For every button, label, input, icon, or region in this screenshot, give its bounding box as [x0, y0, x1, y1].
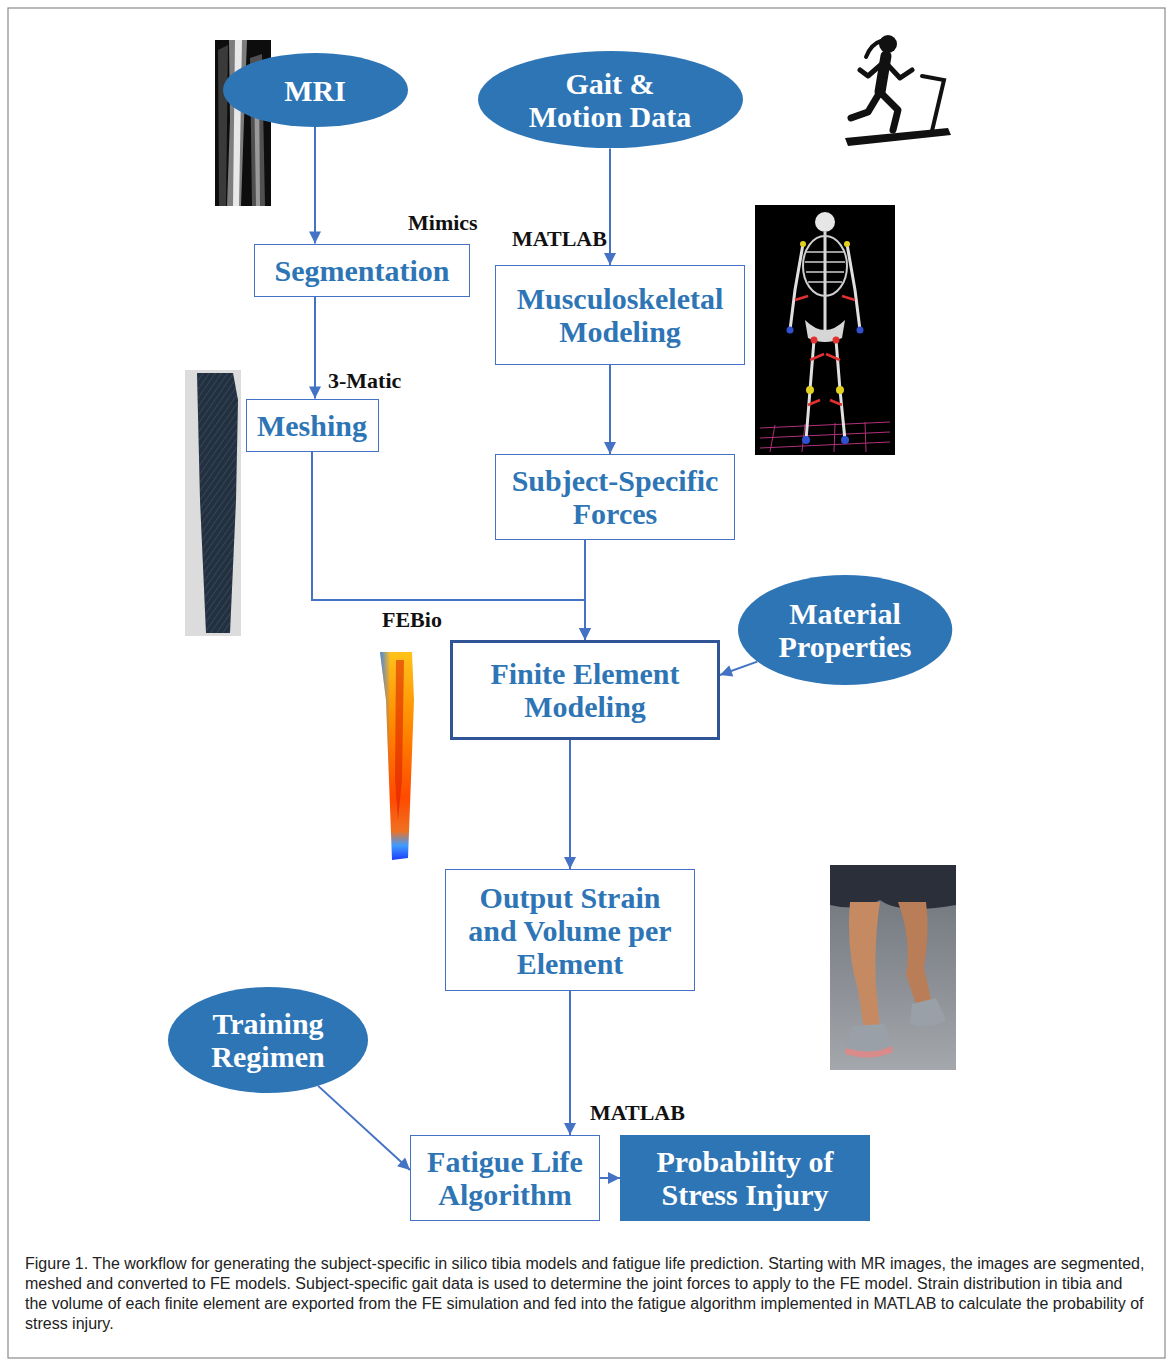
process-box: Finite Element Modeling	[450, 640, 720, 740]
flow-arrow	[314, 297, 316, 399]
flow-arrow	[318, 1086, 410, 1170]
figure-caption: Figure 1. The workflow for generating th…	[25, 1254, 1148, 1334]
node-text: Subject-Specific Forces	[505, 464, 725, 530]
flow-arrow	[720, 662, 757, 675]
ellipse-fill	[738, 575, 952, 685]
flow-arrow	[609, 365, 611, 454]
node-text: Output Strain and Volume per Element	[455, 881, 685, 980]
flow-arrow	[569, 991, 571, 1135]
software-label: Mimics	[408, 210, 478, 236]
ellipse-fill	[168, 987, 368, 1093]
process-box: Segmentation	[254, 244, 470, 297]
input-ellipse: Training Regimen	[168, 987, 368, 1093]
process-box: Subject-Specific Forces	[495, 454, 735, 540]
treadmill-runner-icon	[845, 35, 951, 146]
node-text: Fatigue Life Algorithm	[420, 1145, 590, 1211]
input-ellipse: Gait & Motion Data	[478, 51, 743, 148]
musculoskeletal-model-image	[755, 205, 895, 455]
process-box: Musculoskeletal Modeling	[495, 265, 745, 365]
flow-arrow	[600, 1177, 620, 1179]
tibia-mesh-image	[185, 370, 241, 636]
software-label: MATLAB	[590, 1100, 685, 1126]
node-text: Gait & Motion Data	[523, 67, 698, 133]
flow-arrow	[584, 540, 586, 640]
software-label: 3-Matic	[328, 368, 401, 394]
node-text: Training Regimen	[198, 1007, 338, 1073]
fe-tibia-strain-image	[380, 652, 414, 860]
running-legs-photo	[830, 865, 956, 1070]
node-text: Material Properties	[770, 597, 920, 663]
input-ellipse: MRI	[223, 53, 408, 127]
node-text: Segmentation	[264, 254, 460, 287]
process-box: Output Strain and Volume per Element	[445, 869, 695, 991]
ellipse-fill	[478, 51, 743, 148]
process-box: Fatigue Life Algorithm	[410, 1135, 600, 1221]
node-text: Probability of Stress Injury	[630, 1145, 860, 1211]
node-text: Musculoskeletal Modeling	[505, 282, 735, 348]
ellipse-fill	[223, 53, 408, 127]
flow-arrow	[569, 740, 571, 869]
figure-border	[8, 8, 1165, 1358]
flow-arrow	[609, 149, 611, 265]
flow-arrow	[314, 127, 316, 244]
node-text: Finite Element Modeling	[460, 657, 710, 723]
software-label: FEBio	[382, 607, 442, 633]
result-box: Probability of Stress Injury	[620, 1135, 870, 1221]
input-ellipse: Material Properties	[738, 575, 952, 685]
process-box: Meshing	[246, 399, 379, 452]
software-label: MATLAB	[512, 226, 607, 252]
node-text: MRI	[255, 74, 375, 107]
node-text: Meshing	[256, 409, 369, 442]
